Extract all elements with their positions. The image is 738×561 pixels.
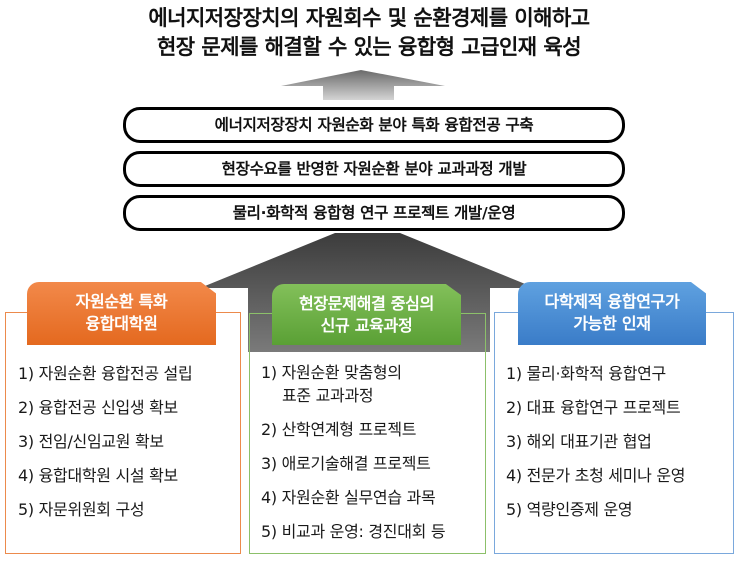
list-item: 2) 대표 융합연구 프로젝트 [506, 398, 681, 417]
list-item: 2) 융합전공 신입생 확보 [18, 398, 178, 417]
column-header-research: 다학제적 융합연구가 가능한 인재 [518, 282, 706, 345]
column-list-research: 1) 물리·화학적 융합연구 2) 대표 융합연구 프로젝트 3) 해외 대표기… [506, 357, 685, 527]
list-item: 4) 자원순환 실무연습 과목 [261, 488, 436, 507]
list-item: 3) 해외 대표기관 협업 [506, 432, 652, 451]
strategy-pill-3: 물리·화학적 융합형 연구 프로젝트 개발/운영 [123, 195, 625, 231]
list-item: 1) 물리·화학적 융합연구 [506, 364, 666, 383]
column-header-curriculum: 현장문제해결 중심의 신규 교육과정 [272, 284, 461, 345]
list-item-line1: 1) 자원순환 맞춤형의 [261, 363, 402, 382]
column-list-curriculum: 1) 자원순환 맞춤형의 표준 교과과정 2) 산학연계형 프로젝트 3) 애로… [261, 357, 446, 549]
list-item: 4) 전문가 초청 세미나 운영 [506, 466, 686, 485]
header-line1: 다학제적 융합연구가 [544, 292, 680, 311]
list-item: 1) 자원순환 맞춤형의 표준 교과과정 [261, 357, 445, 413]
list-item: 4) 융합대학원 시설 확보 [18, 466, 178, 485]
column-box-graduate-school [5, 312, 241, 554]
column-body-curriculum [250, 352, 485, 553]
header-line1: 자원순환 특화 [75, 292, 168, 311]
strategy-pill-2: 현장수요를 반영한 자원순환 분야 교과과정 개발 [123, 151, 625, 187]
list-item: 1) 자원순환 융합전공 설립 [18, 364, 193, 383]
list-item: 2) 산학연계형 프로젝트 [261, 420, 417, 439]
strategy-pill-1: 에너지저장장치 자원순화 분야 특화 융합전공 구축 [123, 107, 625, 143]
goal-title-line2: 현장 문제를 해결할 수 있는 융합형 고급인재 육성 [156, 35, 582, 59]
header-line2: 가능한 인재 [573, 314, 651, 333]
column-header-graduate-school: 자원순환 특화 융합대학원 [27, 282, 216, 345]
header-line2: 융합대학원 [85, 314, 158, 333]
goal-title-line1: 에너지저장장치의 자원회수 및 순환경제를 이해하고 [148, 6, 590, 30]
list-item: 5) 자문위원회 구성 [18, 500, 145, 519]
list-item-line2: 표준 교과과정 [282, 386, 374, 405]
list-item: 3) 전임/신임교원 확보 [18, 432, 164, 451]
list-item: 5) 역량인증제 운영 [506, 500, 633, 519]
list-item: 5) 비교과 운영: 경진대회 등 [261, 522, 446, 541]
up-arrow-icon [281, 70, 445, 100]
header-line1: 현장문제해결 중심의 [298, 294, 435, 313]
list-item: 3) 애로기술해결 프로젝트 [261, 454, 431, 473]
header-line2: 신규 교육과정 [320, 316, 413, 335]
column-list-graduate-school: 1) 자원순환 융합전공 설립 2) 융합전공 신입생 확보 3) 전임/신임교… [18, 357, 193, 527]
